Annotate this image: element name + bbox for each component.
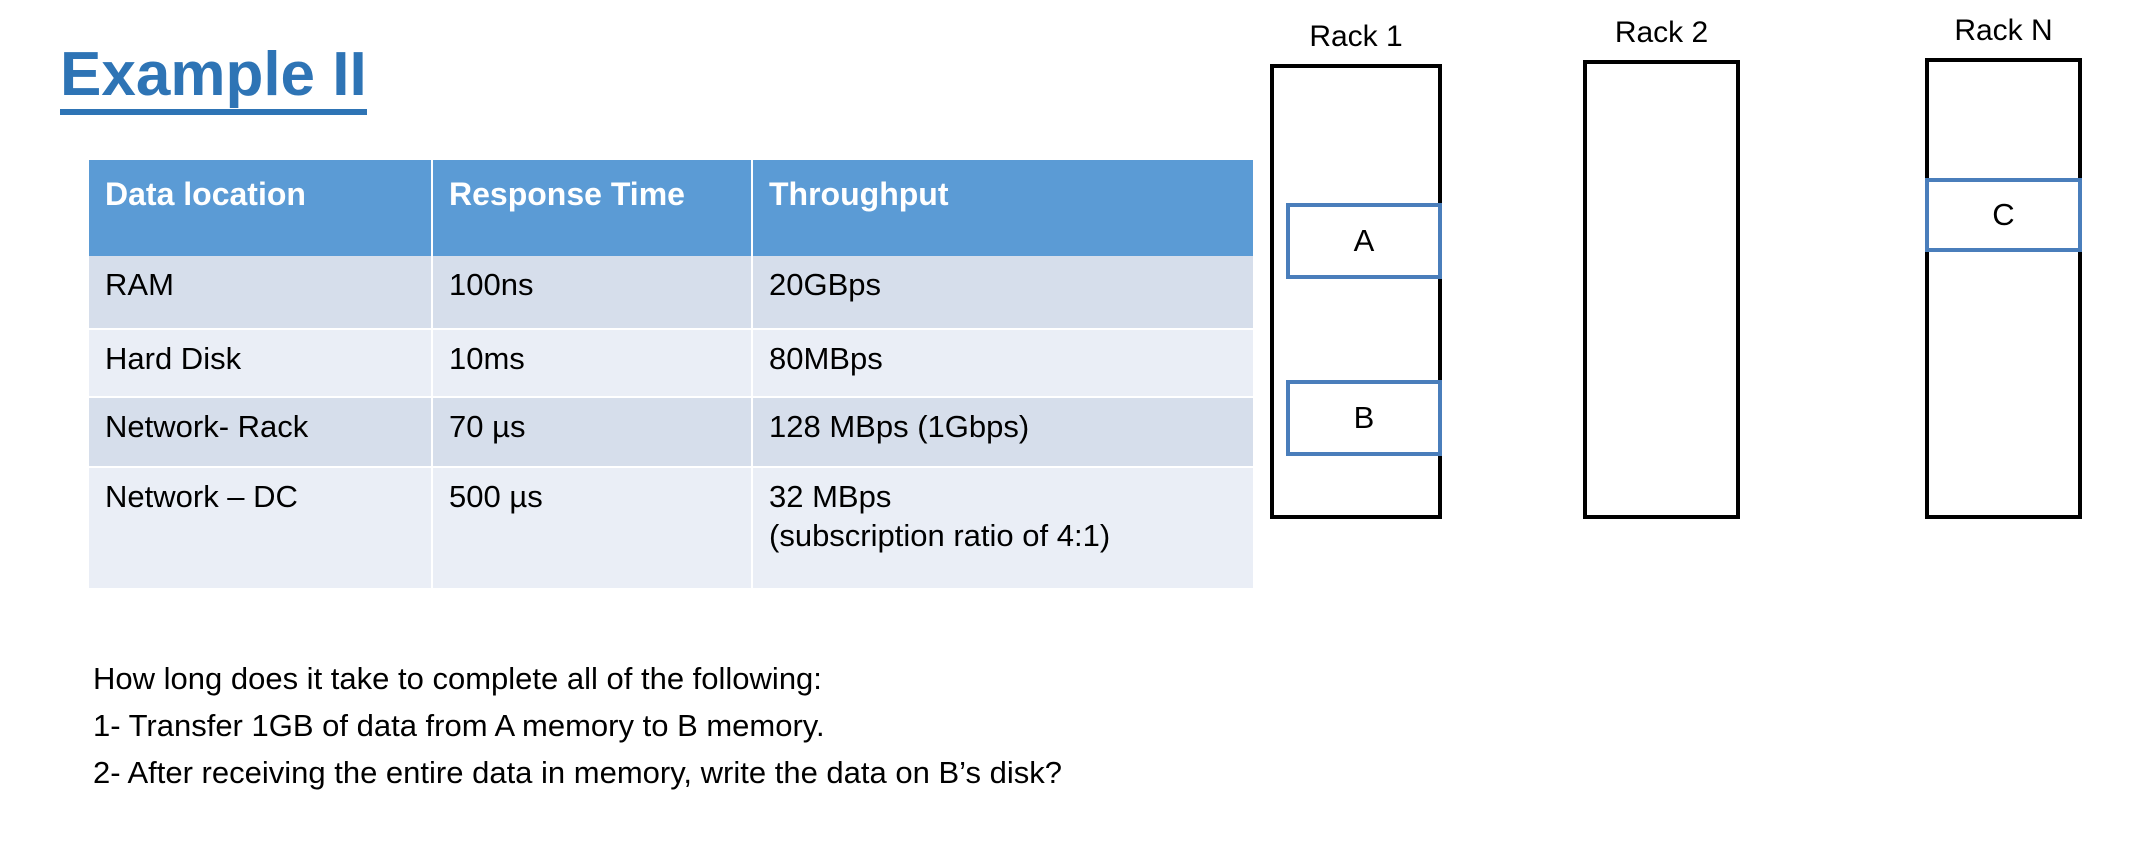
cell-throughput: 80MBps bbox=[752, 329, 1253, 398]
rack-label: Rack N bbox=[1954, 14, 2053, 47]
rack-slot-a: A bbox=[1286, 203, 1442, 279]
cell-location: RAM bbox=[89, 256, 433, 330]
cell-location: Network- Rack bbox=[89, 397, 433, 468]
cell-throughput-line1: 128 MBps (1Gbps) bbox=[769, 409, 1030, 444]
cell-throughput: 20GBps bbox=[752, 256, 1253, 330]
cell-response-time: 100ns bbox=[432, 256, 753, 330]
cell-throughput-line1: 80MBps bbox=[769, 341, 883, 376]
rack-slot-c: C bbox=[1925, 178, 2082, 252]
rack-slot-label: C bbox=[1992, 197, 2015, 232]
cell-response-time: 10ms bbox=[432, 329, 753, 398]
table-row: Network – DC 500 µs 32 MBps (subscriptio… bbox=[89, 467, 1253, 590]
question-block: How long does it take to complete all of… bbox=[93, 655, 1062, 796]
column-header-response-time: Response Time bbox=[432, 160, 753, 256]
question-item-2: 2- After receiving the entire data in me… bbox=[93, 755, 1062, 791]
rack-slot-label: A bbox=[1353, 223, 1375, 258]
rack-diagram-2: Rack 2 bbox=[1583, 16, 1740, 519]
cell-location: Network – DC bbox=[89, 467, 433, 590]
rack-slot-label: B bbox=[1353, 400, 1375, 435]
page-title-text: Example II bbox=[60, 42, 367, 116]
table-row: RAM 100ns 20GBps bbox=[89, 256, 1253, 330]
cell-throughput: 128 MBps (1Gbps) bbox=[752, 397, 1253, 468]
column-header-data-location: Data location bbox=[89, 160, 433, 256]
cell-throughput-line1: 20GBps bbox=[769, 267, 882, 302]
column-header-throughput: Throughput bbox=[752, 160, 1253, 256]
cell-throughput-line2: (subscription ratio of 4:1) bbox=[769, 517, 1111, 553]
memory-hierarchy-table: Data location Response Time Throughput R… bbox=[89, 160, 1253, 590]
page-title: Example II bbox=[60, 42, 367, 116]
rack-outline bbox=[1925, 58, 2082, 519]
rack-label: Rack 2 bbox=[1614, 16, 1709, 49]
table-header-row: Data location Response Time Throughput bbox=[89, 160, 1253, 256]
rack-label: Rack 1 bbox=[1309, 20, 1403, 53]
cell-response-time: 500 µs bbox=[432, 467, 753, 590]
table-row: Network- Rack 70 µs 128 MBps (1Gbps) bbox=[89, 397, 1253, 468]
question-prompt: How long does it take to complete all of… bbox=[93, 661, 822, 696]
cell-throughput: 32 MBps (subscription ratio of 4:1) bbox=[752, 467, 1253, 590]
rack-diagram-1: Rack 1 A B bbox=[1270, 22, 1442, 522]
cell-location: Hard Disk bbox=[89, 329, 433, 398]
table-row: Hard Disk 10ms 80MBps bbox=[89, 329, 1253, 398]
cell-throughput-line1: 32 MBps bbox=[769, 479, 892, 514]
rack-slot-b: B bbox=[1286, 380, 1442, 456]
cell-response-time: 70 µs bbox=[432, 397, 753, 468]
question-item-1: 1- Transfer 1GB of data from A memory to… bbox=[93, 708, 825, 744]
rack-diagram-n: Rack N C bbox=[1925, 14, 2082, 519]
rack-outline bbox=[1583, 60, 1740, 519]
